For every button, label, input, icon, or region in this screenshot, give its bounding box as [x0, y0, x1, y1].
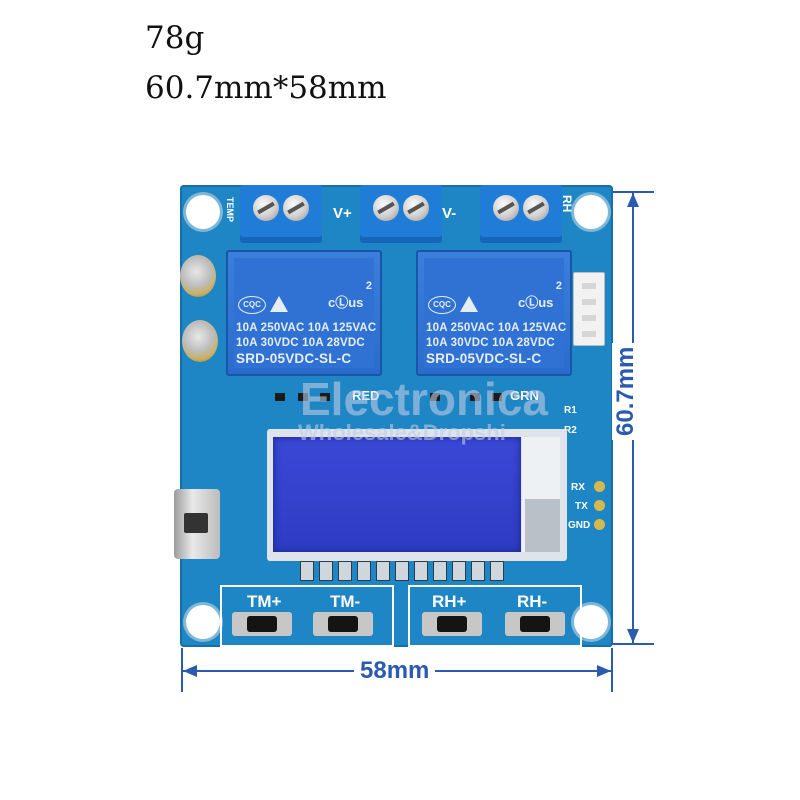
- relay-model: SRD-05VDC-SL-C: [426, 351, 542, 366]
- terminal-block-temp: [240, 185, 322, 243]
- terminal-label-rh: RH: [560, 195, 574, 213]
- terminal-label-vminus: V-: [442, 205, 457, 222]
- relay-number: 2: [555, 280, 562, 292]
- terminal-block-power: [360, 185, 442, 243]
- width-extension-right: [611, 648, 613, 692]
- cqc-mark: CQC: [428, 296, 456, 314]
- terminal-block-rh: [480, 185, 562, 243]
- lcd-module: [267, 429, 567, 561]
- lcd-pin-row: [300, 561, 520, 581]
- relay-rating-1: 10A 250VAC 10A 125VAC: [426, 322, 567, 334]
- width-label: 58mm: [354, 657, 436, 685]
- smd-component: [320, 393, 330, 401]
- button-label-tm-minus: TM-: [330, 592, 361, 611]
- relay-rating-2: 10A 30VDC 10A 28VDC: [236, 337, 365, 349]
- relay-2: CQC cⓁus 2 10A 250VAC 10A 125VAC 10A 30V…: [416, 250, 572, 376]
- ul-mark: cⓁus: [518, 295, 554, 310]
- lcd-tab-shade: [525, 499, 560, 552]
- capacitor: [182, 320, 218, 362]
- screw: [523, 195, 549, 221]
- watermark-line-1: Electronica: [300, 373, 548, 425]
- tm-plus-button[interactable]: [232, 612, 292, 636]
- resistor-label-r2: R2: [564, 425, 577, 436]
- header-pin-rx: [594, 481, 605, 492]
- uart-label-tx: TX: [575, 501, 588, 512]
- button-label-rh-plus: RH+: [432, 592, 467, 611]
- mounting-hole-top-right: [574, 195, 608, 229]
- rh-plus-button[interactable]: [422, 612, 482, 636]
- capacitor: [180, 255, 216, 297]
- weight-spec: 78g: [145, 20, 205, 56]
- smd-component: [492, 393, 502, 401]
- screw: [253, 195, 279, 221]
- micro-usb-port: [174, 489, 220, 559]
- height-label: 60.7mm: [612, 342, 640, 440]
- header-pin-gnd: [594, 519, 605, 530]
- ul-mark: cⓁus: [328, 295, 364, 310]
- screw: [283, 195, 309, 221]
- uart-label-gnd: GND: [568, 520, 591, 531]
- button-label-rh-minus: RH-: [517, 592, 548, 611]
- resistor-label-r1: R1: [564, 405, 577, 416]
- smd-component: [430, 393, 440, 401]
- smd-component: [470, 393, 480, 401]
- rh-button-group: [408, 585, 582, 647]
- height-extension-bottom: [612, 643, 654, 645]
- relay-1: CQC cⓁus 2 10A 250VAC 10A 125VAC 10A 30V…: [226, 250, 382, 376]
- terminal-label-vplus: V+: [333, 205, 352, 222]
- watermark-line-2: Wholesale&Dropshi: [298, 420, 506, 445]
- relay-number: 2: [365, 280, 372, 292]
- mounting-hole-bottom-right: [574, 605, 608, 639]
- size-spec: 60.7mm*58mm: [145, 70, 387, 106]
- tm-minus-button[interactable]: [313, 612, 373, 636]
- arrow-down-icon: [627, 629, 639, 643]
- relay-rating-1: 10A 250VAC 10A 125VAC: [236, 322, 377, 334]
- mounting-hole-bottom-left: [186, 605, 220, 639]
- relay-rating-2: 10A 30VDC 10A 28VDC: [426, 337, 555, 349]
- relay-model: SRD-05VDC-SL-C: [236, 351, 352, 366]
- temp-button-group: [220, 585, 394, 647]
- screw: [403, 195, 429, 221]
- arrow-left-icon: [183, 665, 197, 677]
- screw: [493, 195, 519, 221]
- warning-triangle-icon: [270, 296, 288, 312]
- warning-triangle-icon: [460, 296, 478, 312]
- terminal-label-temp: TEMP: [225, 197, 235, 223]
- header-pin-tx: [594, 500, 605, 511]
- button-label-tm-plus: TM+: [247, 592, 282, 611]
- lcd-screen: [273, 437, 521, 552]
- width-extension-left: [181, 648, 183, 692]
- arrow-right-icon: [597, 665, 611, 677]
- jst-connector: [573, 272, 605, 346]
- pcb-board: TEMP V+ V- RH CQC cⓁus 2 10A 250VAC 10A …: [174, 185, 613, 647]
- rh-minus-button[interactable]: [505, 612, 565, 636]
- uart-label-rx: RX: [571, 482, 585, 493]
- mounting-hole-top-left: [186, 195, 220, 229]
- height-extension-top: [612, 191, 654, 193]
- led-label-red: RED: [352, 388, 380, 403]
- screw: [373, 195, 399, 221]
- smd-component: [275, 393, 285, 401]
- arrow-up-icon: [627, 193, 639, 207]
- cqc-mark: CQC: [238, 296, 266, 314]
- led-label-grn: GRN: [510, 388, 539, 403]
- smd-component: [298, 393, 308, 401]
